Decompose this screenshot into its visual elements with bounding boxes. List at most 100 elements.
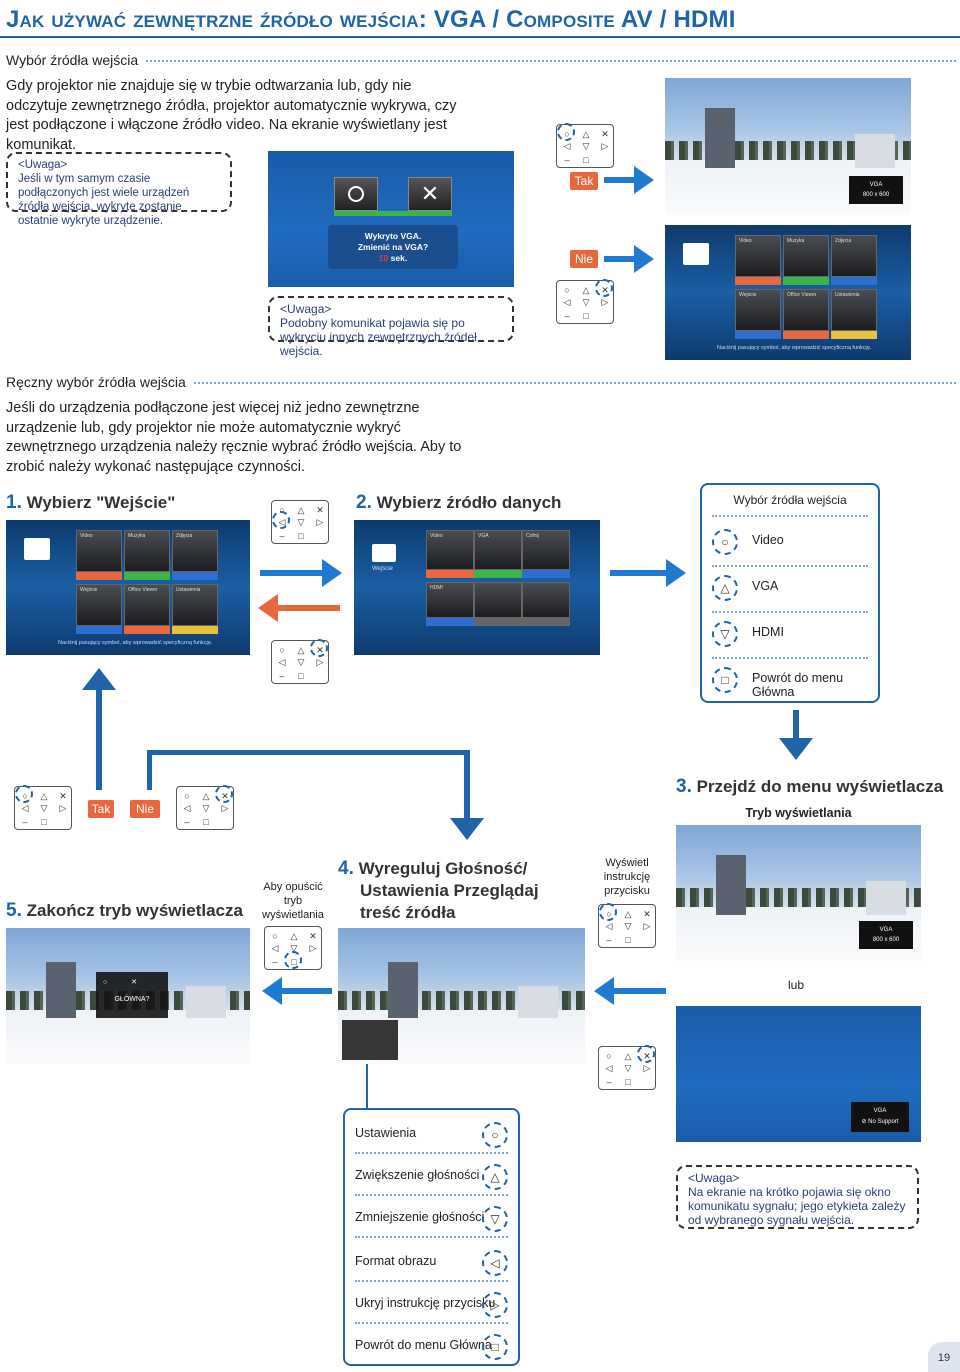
option-label: Format obrazu [355,1254,437,1268]
menu-label: Ustawienia [176,587,201,593]
note2-body: Podobny komunikat pojawia się po wykryci… [280,316,477,358]
menu-label: Office Viewer [787,292,817,298]
square-button-icon: □ [482,1334,508,1360]
down-triangle-button-icon: ▽ [712,621,738,647]
dialog-countdown: 10 sek. [328,253,458,264]
step-text: Przejdź do menu wyświetlacza [696,777,944,796]
arrow-up-icon [82,668,116,690]
source-tile-hdmi: HDMI [426,582,474,618]
option-label: Ustawienia [355,1126,417,1140]
option-label: Zmniejszenie głośności [355,1210,485,1224]
exit-photo-screen: ○✕ GŁÓWNA? [6,928,250,1064]
source-option-vga[interactable]: △VGA [712,567,868,613]
step2-heading: 2. Wybierz źródło danych [356,492,561,514]
arrow-left-icon [262,977,282,1005]
arrow-down-icon [779,738,813,760]
remote-pad-yes: ○△✕ ◁▽▷ –□ [14,785,72,830]
menu-tile-video: Video [735,235,781,277]
step-text: Wybierz źródło danych [376,493,562,512]
menu-tile-photos: Zdjęcia [172,530,218,572]
arrow-shaft [610,570,666,576]
yes-tag: Tak [570,172,598,190]
menu-label: Ustawienia [835,292,860,298]
source-selection-panel: Wybór źródła wejścia ○Video △VGA ▽ HDMI □… [700,483,880,703]
option-home[interactable]: Powrót do menu Główna□ [355,1326,508,1364]
remote-pad-close: ○△✕ ◁▽▷ –□ [598,1045,656,1090]
step-text: Ustawienia Przeglądaj [360,881,539,900]
arrow-shaft [260,570,322,576]
vga-detect-screen: ✕ Wykryto VGA. Zmienić na VGA? 10 sek. [268,151,514,287]
highlight-ring [310,639,328,657]
menu-label: Wejście [739,292,757,298]
arrow-shaft-back [278,605,340,611]
remote-pad-no: ○△✕ ◁▽▷ –□ [556,279,614,324]
home-dialog: ○✕ GŁÓWNA? [96,972,168,1018]
step-num: 4. [338,858,354,879]
step-num: 5. [6,900,22,921]
circle-button-icon: ○ [482,1122,508,1148]
highlight-ring [15,785,33,803]
no-support-badge: VGA⊘ No Support [851,1102,909,1132]
arrow-right-icon [634,166,654,194]
no-support-text: ⊘ No Support [861,1119,899,1125]
step-num: 1. [6,492,22,513]
menu-tile-input: Wejście [735,289,781,331]
option-aspect-ratio[interactable]: Format obrazu◁ [355,1240,508,1282]
panel-title: Wybór źródła wejścia [733,493,847,507]
dialog-line2: Zmienić na VGA? [357,242,429,252]
home-icon [683,243,709,265]
tile-label: HDMI [430,585,443,591]
menu-label: Muzyka [787,238,805,244]
vga-badge-label: VGA [869,182,883,188]
intro-paragraph: Gdy projektor nie znajduje się w trybie … [6,78,457,153]
option-settings[interactable]: Ustawienia ○ [355,1114,508,1154]
display-mode-label: Tryb wyświetlania [745,806,852,820]
source-option-video[interactable]: ○Video [712,521,868,567]
main-menu-screen: Video Muzyka Zdjęcia Wejście Office View… [665,225,911,360]
step-num: 3. [676,776,692,797]
arrow-left-icon [258,594,278,622]
input-icon [372,544,396,562]
section-heading-manual: Ręczny wybór źródła wejścia [6,374,192,390]
menu-tile-video: Video [76,530,122,572]
arrow-shaft [282,988,332,994]
note-body: Jeśli w tym samym czasie podłączonych je… [18,173,190,227]
no-support-screen: VGA⊘ No Support [676,1006,921,1142]
no-support-message: No Support [868,1119,899,1125]
option-label: HDMI [752,625,784,639]
note2-heading: <Uwaga> [280,302,332,316]
source-option-home[interactable]: □Powrót do menu Główna [712,659,868,699]
menu-tile-photos: Zdjęcia [831,235,877,277]
note-multiple-devices: <Uwaga> Jeśli w tym samym czasie podłącz… [6,152,232,227]
dialog-line1: Wykryto VGA. [364,231,422,241]
menu-label: Muzyka [128,533,146,539]
yes-tile [334,177,378,211]
menu-tile-input: Wejście [76,584,122,626]
menu-hint: Naciśnij pasujący symbol, aby wprowadzić… [717,345,872,351]
volume-settings-panel: Ustawienia ○ Zwiększenie głośności△ Zmnie… [343,1108,520,1366]
page-title: Jak używać zewnętrzne źródło wejścia: VG… [6,6,736,33]
home-icon [24,538,50,560]
remote-pad-no: ○△✕ ◁▽▷ –□ [176,785,234,830]
volume-photo-screen [338,928,585,1064]
option-label: Video [752,533,784,547]
option-hide-hint[interactable]: Ukryj instrukcję przycisku▷ [355,1284,508,1324]
option-label: Zwiększenie głośności [355,1168,480,1182]
overlay-controls [342,1020,398,1060]
option-volume-up[interactable]: Zwiększenie głośności△ [355,1156,508,1196]
option-label: VGA [752,579,779,593]
title-divider [0,36,960,38]
arrow-right-icon [634,245,654,273]
source-option-hdmi[interactable]: ▽ HDMI [712,613,868,659]
menu-label: Video [80,533,93,539]
note-signal-window: <Uwaga> Na ekranie na krótko pojawia się… [676,1165,919,1229]
tile-label: Video [430,533,443,539]
vga-badge-res: 800 x 600 [862,192,890,198]
option-volume-down[interactable]: Zmniejszenie głośności▽ [355,1198,508,1238]
tile-label: Cofnij [526,533,539,539]
option-label: Powrót do menu Główna [752,671,844,699]
menu-hint: Naciśnij pasujący symbol, aby wprowadzić… [58,640,213,646]
step-text: Wybierz "Wejście" [26,493,176,512]
arrow-down-icon [450,818,484,840]
